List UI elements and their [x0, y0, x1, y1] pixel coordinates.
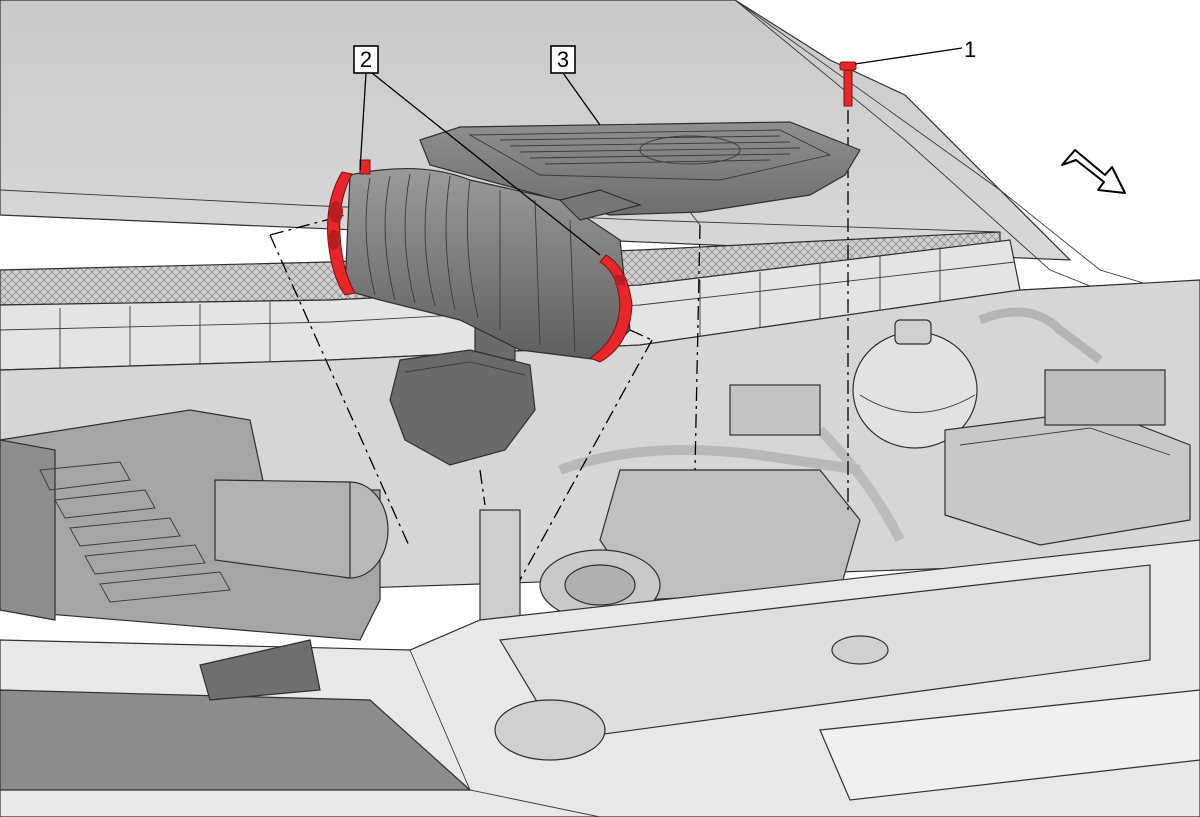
- air-intake-duct-clamps: [327, 159, 633, 363]
- air-cleaner-bolt: [839, 61, 857, 107]
- front-radiator-support: [0, 539, 1200, 817]
- callout-leader-lines: [359, 47, 963, 256]
- fuse-block: [944, 369, 1191, 546]
- air-cleaner-outlet-duct-resonator: [419, 121, 861, 226]
- callout-3-label: 3: [557, 47, 569, 72]
- callout-2-label: 2: [360, 47, 372, 72]
- callout-2: 2: [353, 45, 379, 74]
- callout-1: 1: [964, 37, 976, 62]
- engine-assembly: [479, 384, 861, 621]
- callout-1-label: 1: [964, 37, 976, 62]
- front-of-vehicle-arrow-icon: [1061, 149, 1126, 194]
- air-cleaner-lower-housing: [0, 409, 389, 641]
- resonator: [389, 319, 536, 466]
- air-intake-duct: [344, 167, 643, 361]
- coolant-reservoir: [852, 319, 978, 449]
- coolant-hoses: [558, 307, 1103, 543]
- callout-3: 3: [550, 45, 576, 74]
